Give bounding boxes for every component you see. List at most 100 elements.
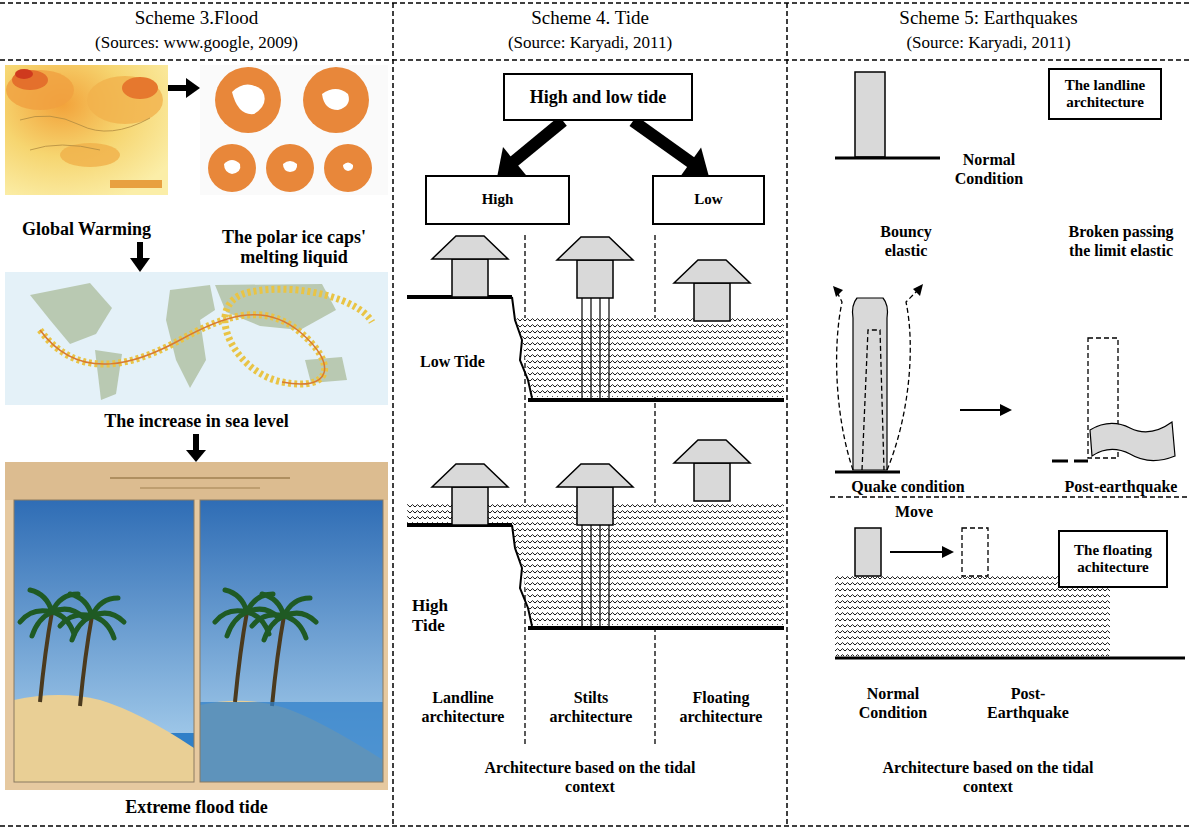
- global-warming-image: [5, 65, 168, 195]
- quake-building: [833, 284, 923, 472]
- image-caption: Extreme flood tide: [121, 796, 272, 820]
- global-warming-image: [110, 180, 162, 188]
- polar-ice-image: The polar ice caps' melting liquid: [200, 65, 388, 270]
- high-tide-scene: [432, 464, 508, 525]
- flood-tide-chart-image: [200, 701, 383, 782]
- world-map-image: [5, 272, 388, 405]
- flood-tide-chart-image: [14, 500, 194, 782]
- scheme-caption: Architecture based on the tidal context: [878, 758, 1098, 796]
- state-label: Normal Condition: [845, 684, 941, 722]
- flood-tide-chart-image: [5, 462, 388, 790]
- flood-tide-chart-image: [215, 590, 279, 702]
- global-warming-image: [6, 70, 74, 110]
- motion-label: Move: [895, 502, 955, 521]
- global-warming-image: [15, 69, 33, 79]
- normal-building: [835, 157, 940, 160]
- world-map-image: [5, 272, 388, 405]
- high-tide-scene: [674, 440, 750, 501]
- low-tide-scene: [557, 237, 633, 298]
- global-warming-image: [5, 65, 168, 195]
- high-tide-scene: [590, 525, 591, 626]
- tide-label: High Tide: [412, 596, 472, 637]
- flood-tide-chart-image: [60, 594, 124, 706]
- flow-arrow: [168, 78, 200, 98]
- state-label: Post-Earthquake: [978, 684, 1078, 722]
- floating-box: The floating achitecture: [1058, 530, 1168, 588]
- quake-building: [913, 284, 923, 296]
- floating-scene: [890, 551, 944, 553]
- title-box: High and low tide: [503, 73, 693, 121]
- state-label: Bouncy elastic: [858, 222, 954, 260]
- floating-scene: [835, 576, 1110, 656]
- source-note: (Sources: www.google, 2009): [0, 33, 393, 53]
- floating-scene: [835, 528, 1185, 658]
- section-divider: [830, 496, 1188, 497]
- flood-tide-chart-image: [110, 477, 290, 479]
- type-label: Landline architecture: [405, 688, 521, 726]
- global-warming-image: [122, 77, 158, 99]
- global-warming-image: [20, 116, 150, 150]
- normal-building: [855, 72, 885, 157]
- quake-building: [837, 290, 918, 470]
- world-map-image: [40, 315, 325, 384]
- low-tide-scene: [516, 318, 784, 397]
- normal-building: [835, 72, 940, 158]
- floating-scene: [962, 528, 988, 576]
- polar-ice-image: [215, 67, 281, 133]
- high-tide-scene: [599, 525, 600, 626]
- type-label: Floating architecture: [660, 688, 782, 726]
- world-map-image: [166, 285, 215, 388]
- scheme-title: Scheme 5: Earthquakes: [787, 7, 1190, 30]
- image-caption: The increase in sea level: [100, 410, 293, 434]
- broken-building: [1052, 460, 1068, 463]
- quake-building: [833, 286, 843, 297]
- low-tide-scene: [674, 260, 750, 321]
- low-tide-scene: [432, 236, 508, 297]
- flood-tide-chart-image: [140, 488, 260, 489]
- polar-ice-image: [303, 67, 369, 133]
- floating-scene: [835, 657, 1185, 660]
- global-warming-image: [12, 70, 48, 90]
- flow-arrow: [186, 434, 206, 462]
- flood-tide-chart-image: [200, 500, 383, 782]
- quake-arrow: [1000, 404, 1012, 416]
- polar-ice-image: [208, 144, 256, 192]
- box-text: Low: [694, 191, 722, 208]
- frame-dashes: [0, 59, 1190, 61]
- flood-tide-chart: Extreme flood tide: [5, 462, 388, 820]
- polar-ice-image: [200, 65, 388, 195]
- low-tide-scene: [608, 298, 609, 398]
- arrow-head: [186, 78, 200, 98]
- scheme-title: Scheme 3.Flood: [0, 7, 393, 30]
- state-label: Normal Condition: [946, 150, 1032, 188]
- arrow-shaft: [137, 242, 143, 259]
- high-tide-scene: [512, 525, 532, 626]
- polar-ice-image: [283, 161, 297, 172]
- flood-tide-chart-image: [252, 594, 316, 706]
- state-label: Quake condition: [838, 477, 978, 496]
- image-caption: The polar ice caps' melting liquid: [202, 226, 386, 270]
- high-tide-scene: [608, 525, 609, 626]
- flood-tide-chart-image: [14, 500, 194, 782]
- flood-tide-chart-image: [14, 695, 194, 782]
- low-tide-scene: [581, 298, 582, 398]
- arrow-head: [130, 258, 150, 272]
- quake-building: [837, 292, 853, 470]
- flood-tide-chart-image: [200, 702, 383, 782]
- world-map-image: [95, 350, 122, 400]
- state-label: Broken passing the limit elastic: [1060, 222, 1182, 260]
- image-caption: Global Warming: [18, 218, 155, 242]
- box-text: High: [482, 191, 514, 208]
- box-text: The floating achitecture: [1066, 542, 1160, 577]
- flood-tide-chart-image: [5, 462, 388, 790]
- high-tide-scene: [557, 464, 633, 525]
- high-tide-scene: [582, 525, 609, 626]
- arrow-shaft: [168, 85, 187, 91]
- polar-ice-image: [224, 160, 240, 174]
- low-tide-scene: [590, 298, 591, 398]
- scheme-caption: Architecture based on the tidal context: [480, 758, 700, 796]
- low-tide-scene: [528, 398, 784, 402]
- low-tide-scene: [599, 298, 600, 398]
- source-note: (Source: Karyadi, 2011): [787, 33, 1190, 53]
